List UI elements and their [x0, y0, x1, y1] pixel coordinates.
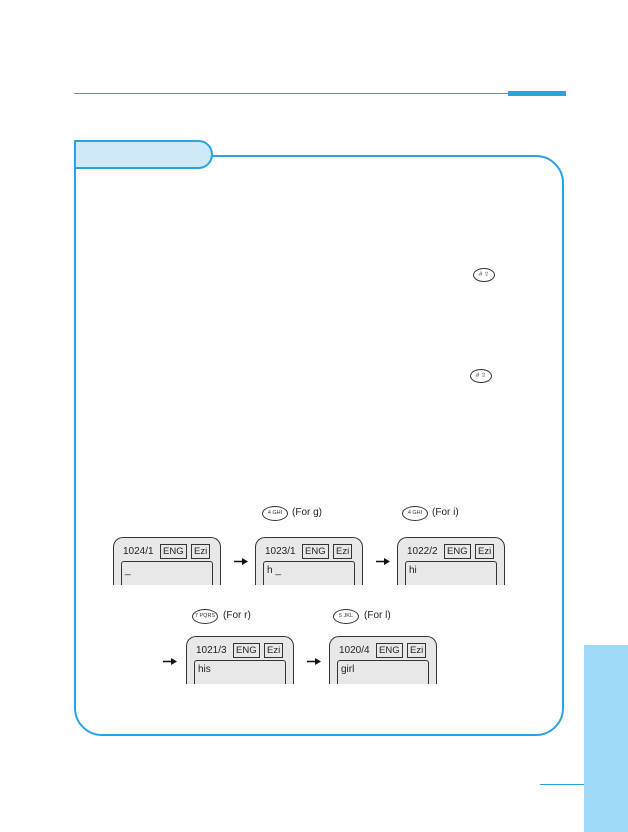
input-mode-badge: Ezi: [264, 643, 284, 658]
arrow-right-icon: [376, 558, 390, 565]
input-mode-badge: Ezi: [333, 544, 353, 559]
phone-screen: 1020/4 ENG Ezi girl: [329, 636, 437, 684]
char-counter: 1024/1: [123, 546, 154, 557]
section-title-pill: [74, 140, 213, 169]
char-counter: 1023/1: [265, 546, 296, 557]
header-rule: [74, 93, 566, 94]
arrow-right-icon: [163, 658, 177, 665]
language-badge: ENG: [302, 544, 329, 559]
key-5-icon: 5 JKL: [333, 609, 359, 624]
key-4-icon: 4 GHI: [262, 506, 288, 521]
header-rule-accent: [508, 91, 566, 96]
input-mode-badge: Ezi: [191, 544, 211, 559]
key-7-icon: 7 PQRS: [192, 609, 218, 624]
language-badge: ENG: [160, 544, 187, 559]
input-mode-badge: Ezi: [475, 544, 495, 559]
arrow-right-icon: [234, 558, 248, 565]
text-entry-area: h _: [263, 561, 355, 585]
language-badge: ENG: [233, 643, 260, 658]
chapter-side-tab: [584, 645, 628, 832]
key-hint-label: (For l): [364, 610, 391, 621]
key-4-icon: 4 GHI: [402, 506, 428, 521]
language-badge: ENG: [376, 643, 403, 658]
content-frame: [74, 155, 564, 736]
phone-screen: 1022/2 ENG Ezi hi: [397, 537, 505, 585]
char-counter: 1020/4: [339, 645, 370, 656]
arrow-right-icon: [307, 658, 321, 665]
char-counter: 1022/2: [407, 546, 438, 557]
hash-key-icon: # ⇧: [473, 268, 495, 282]
char-counter: 1021/3: [196, 645, 227, 656]
text-entry-area: _: [121, 561, 213, 585]
hash-key-icon: # ⇧: [470, 369, 492, 383]
text-entry-area: his: [194, 660, 286, 684]
input-mode-badge: Ezi: [407, 643, 427, 658]
key-hint-label: (For r): [223, 610, 251, 621]
text-entry-area: girl: [337, 660, 429, 684]
phone-screen: 1021/3 ENG Ezi his: [186, 636, 294, 684]
phone-screen: 1024/1 ENG Ezi _: [113, 537, 221, 585]
key-hint-label: (For g): [292, 507, 322, 518]
text-entry-area: hi: [405, 561, 497, 585]
phone-screen: 1023/1 ENG Ezi h _: [255, 537, 363, 585]
key-hint-label: (For i): [432, 507, 459, 518]
footer-rule: [540, 784, 584, 785]
language-badge: ENG: [444, 544, 471, 559]
